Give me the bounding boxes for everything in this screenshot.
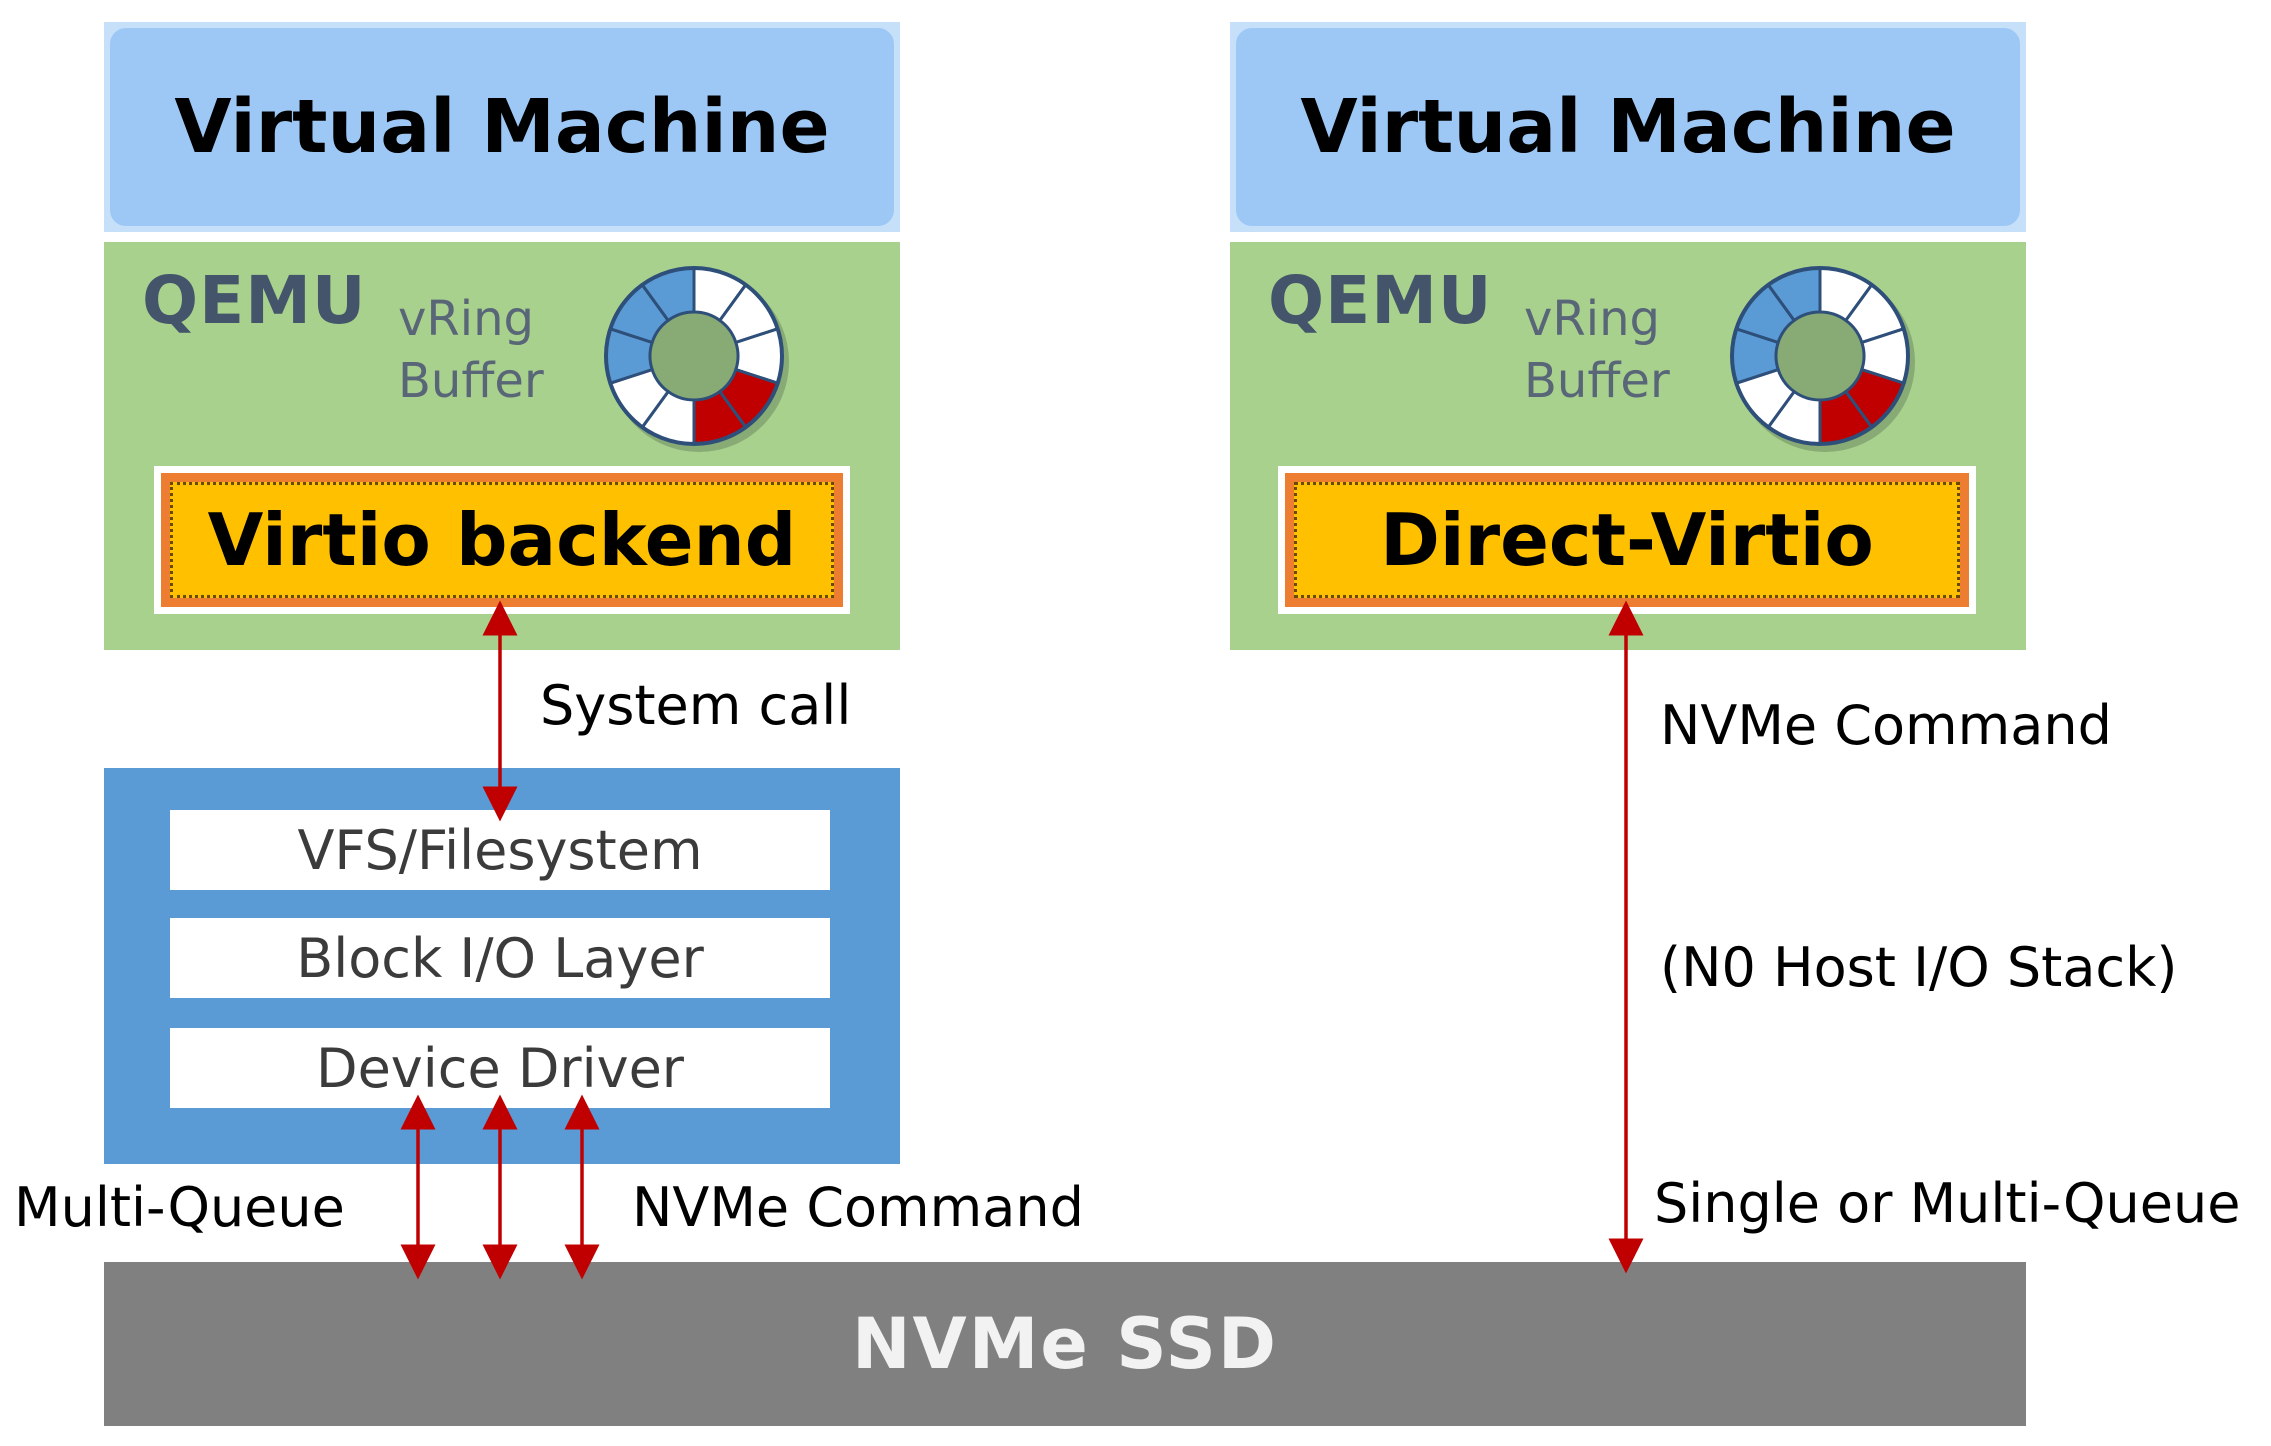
right-backend-frame: Direct-Virtio <box>1278 466 1976 614</box>
left-ring-buffer-icon <box>596 258 792 454</box>
left-backend-frame: Virtio backend <box>154 466 850 614</box>
left-vm-title: Virtual Machine <box>174 84 830 170</box>
vfs-filesystem-layer: VFS/Filesystem <box>170 810 830 890</box>
right-queue-label: Single or Multi-Queue <box>1654 1172 2241 1235</box>
direct-virtio-box: Direct-Virtio <box>1294 482 1960 598</box>
no-host-io-stack-label: (N0 Host I/O Stack) <box>1660 936 2178 999</box>
nvme-ssd-bar: NVMe SSD <box>104 1262 2026 1426</box>
right-qemu-label: QEMU <box>1268 262 1493 339</box>
direct-virtio-label: Direct-Virtio <box>1380 498 1874 582</box>
left-vm-frame: Virtual Machine <box>104 22 900 232</box>
ring-outline <box>1730 266 1910 446</box>
virtio-backend-box: Virtio backend <box>170 482 834 598</box>
right-vm-frame: Virtual Machine <box>1230 22 2026 232</box>
left-vm-box: Virtual Machine <box>104 22 900 232</box>
right-vm-box: Virtual Machine <box>1230 22 2026 232</box>
left-queue-label: Multi-Queue <box>14 1176 345 1239</box>
right-nvme-command-label: NVMe Command <box>1660 694 2112 757</box>
nvme-ssd-label: NVMe SSD <box>851 1303 1279 1385</box>
right-vm-title: Virtual Machine <box>1300 84 1956 170</box>
right-ring-buffer-icon <box>1722 258 1918 454</box>
virtio-backend-label: Virtio backend <box>207 498 797 582</box>
system-call-label: System call <box>540 674 852 737</box>
ring-outline <box>604 266 784 446</box>
left-qemu-label: QEMU <box>142 262 367 339</box>
right-vring-label: vRing Buffer <box>1524 291 1670 409</box>
left-vring-label: vRing Buffer <box>398 291 544 409</box>
block-io-layer: Block I/O Layer <box>170 918 830 998</box>
left-nvme-command-label: NVMe Command <box>632 1176 1084 1239</box>
